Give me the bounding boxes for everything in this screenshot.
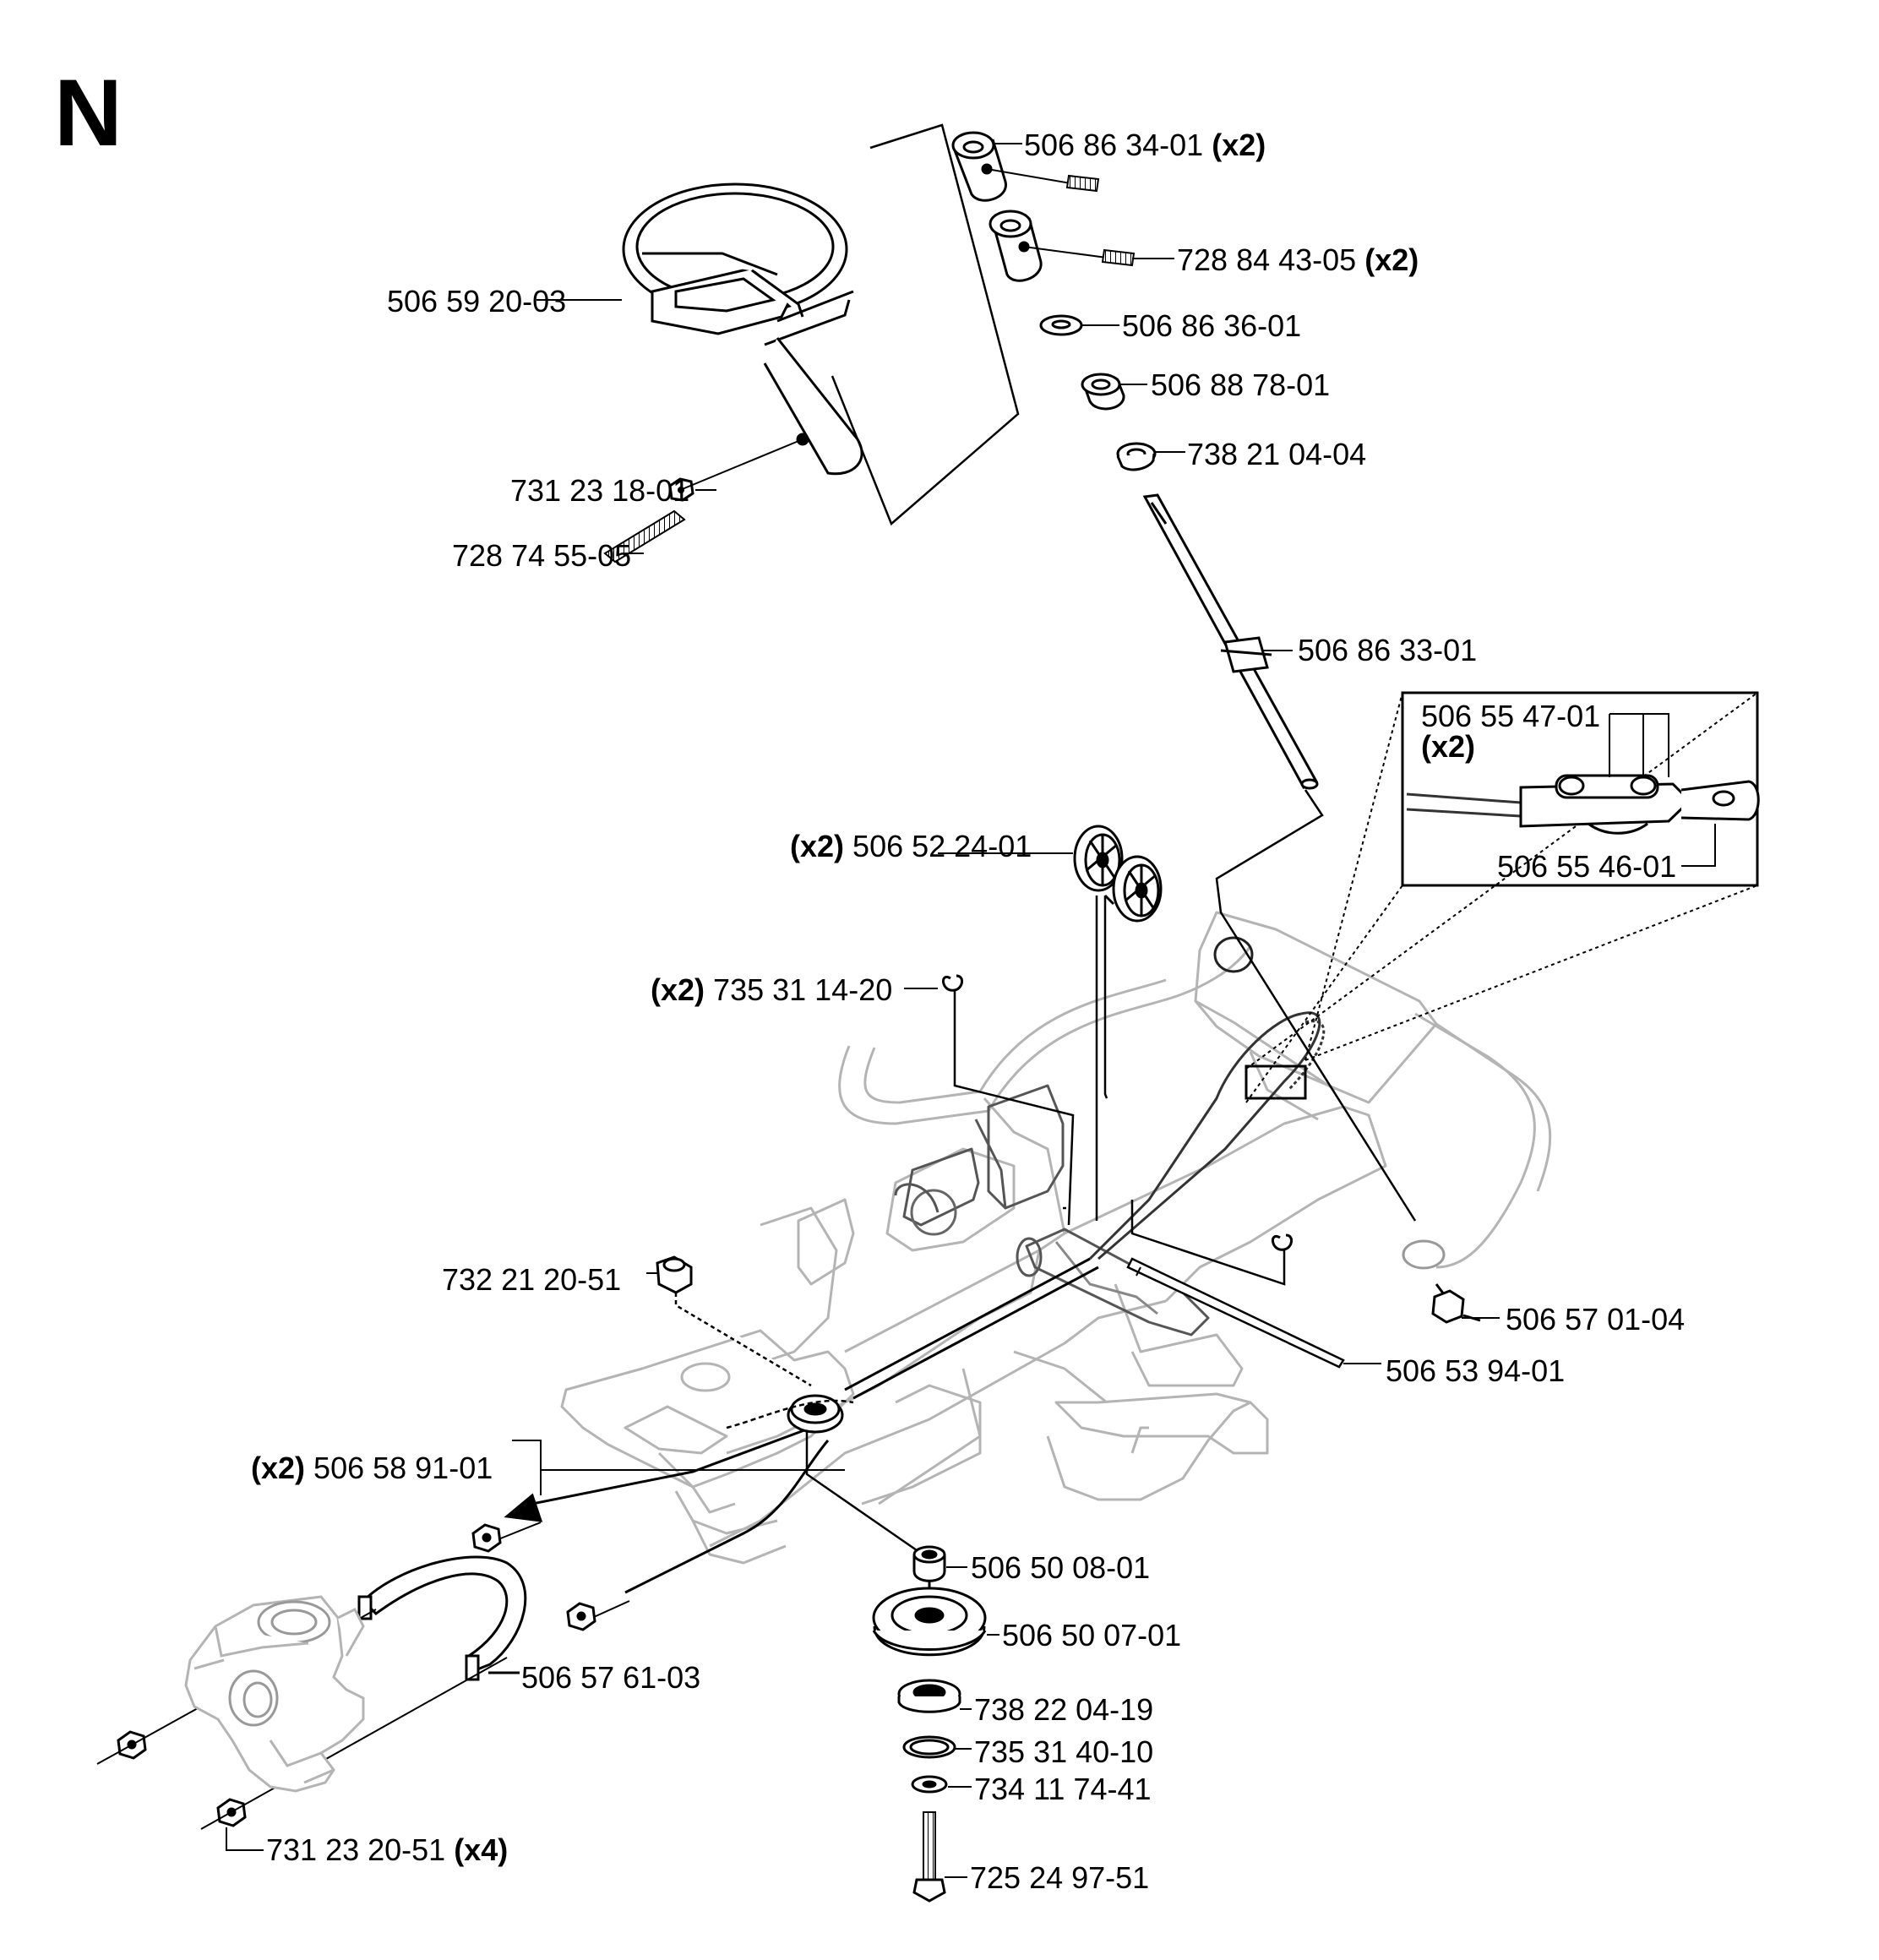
transaxle xyxy=(184,1595,365,1793)
wheel-nut-screw xyxy=(603,438,803,564)
chassis-frame xyxy=(560,911,1552,1565)
part-label-19: 506 50 07-01 xyxy=(1002,1618,1182,1652)
part-label-5: 506 88 78-01 xyxy=(1151,368,1331,402)
part-label-3: 506 59 20-03 xyxy=(387,284,567,318)
steering-wheel xyxy=(622,182,863,476)
part-label-15: 506 57 01-04 xyxy=(1506,1302,1686,1337)
e-clips xyxy=(942,974,1293,1286)
part-label-17: (x2) 506 58 91-01 xyxy=(251,1451,493,1485)
steering-cables xyxy=(504,1257,1099,1594)
part-label-23: 734 11 74-41 xyxy=(974,1772,1152,1806)
shaft-to-frame-line xyxy=(1215,789,1417,1222)
part-label-9: 506 86 33-01 xyxy=(1298,633,1478,667)
part-label-11: 506 55 46-01 xyxy=(1497,849,1677,884)
part-label-13: (x2) 735 31 14-20 xyxy=(651,972,893,1007)
column-group-outline xyxy=(831,123,1020,526)
column-collars xyxy=(951,131,1157,471)
pinion-gears xyxy=(1073,825,1163,923)
part-label-7: 731 23 18-01 xyxy=(510,473,690,508)
gear-leader xyxy=(1095,896,1108,1221)
part-label-1: 506 86 34-01 (x2) xyxy=(1024,128,1266,162)
part-label-2: 728 84 43-05 (x2) xyxy=(1177,242,1419,277)
steering-shaft xyxy=(1142,493,1319,790)
lock-nut xyxy=(646,1255,812,1387)
part-label-10: 506 55 47-01(x2) xyxy=(1421,699,1601,764)
frame-bolt xyxy=(1431,1283,1500,1324)
part-label-12: (x2) 506 52 24-01 xyxy=(790,829,1032,863)
part-label-20: 506 57 61-03 xyxy=(521,1660,701,1695)
part-label-16: 506 53 94-01 xyxy=(1386,1353,1566,1388)
steering-chain xyxy=(1088,1011,1326,1260)
strap-band xyxy=(357,1555,527,1681)
part-label-18: 506 50 08-01 xyxy=(971,1550,1151,1585)
part-label-6: 738 21 04-04 xyxy=(1187,437,1367,471)
section-letter: N xyxy=(54,60,123,166)
part-label-14: 732 21 20-51 xyxy=(442,1262,622,1297)
detail-inset xyxy=(1244,691,1760,1103)
part-label-21: 738 22 04-19 xyxy=(974,1692,1154,1727)
part-label-24: 731 23 20-51 (x4) xyxy=(266,1832,509,1867)
part-label-25: 725 24 97-51 xyxy=(970,1860,1150,1895)
spindle-stack xyxy=(872,1545,987,1903)
part-label-4: 506 86 36-01 xyxy=(1122,308,1302,343)
part-label-8: 728 74 55-05 xyxy=(452,538,632,573)
pivot-pin xyxy=(1126,1257,1381,1369)
floor-pulley xyxy=(726,1394,918,1552)
part-label-22: 735 31 40-10 xyxy=(974,1734,1154,1769)
